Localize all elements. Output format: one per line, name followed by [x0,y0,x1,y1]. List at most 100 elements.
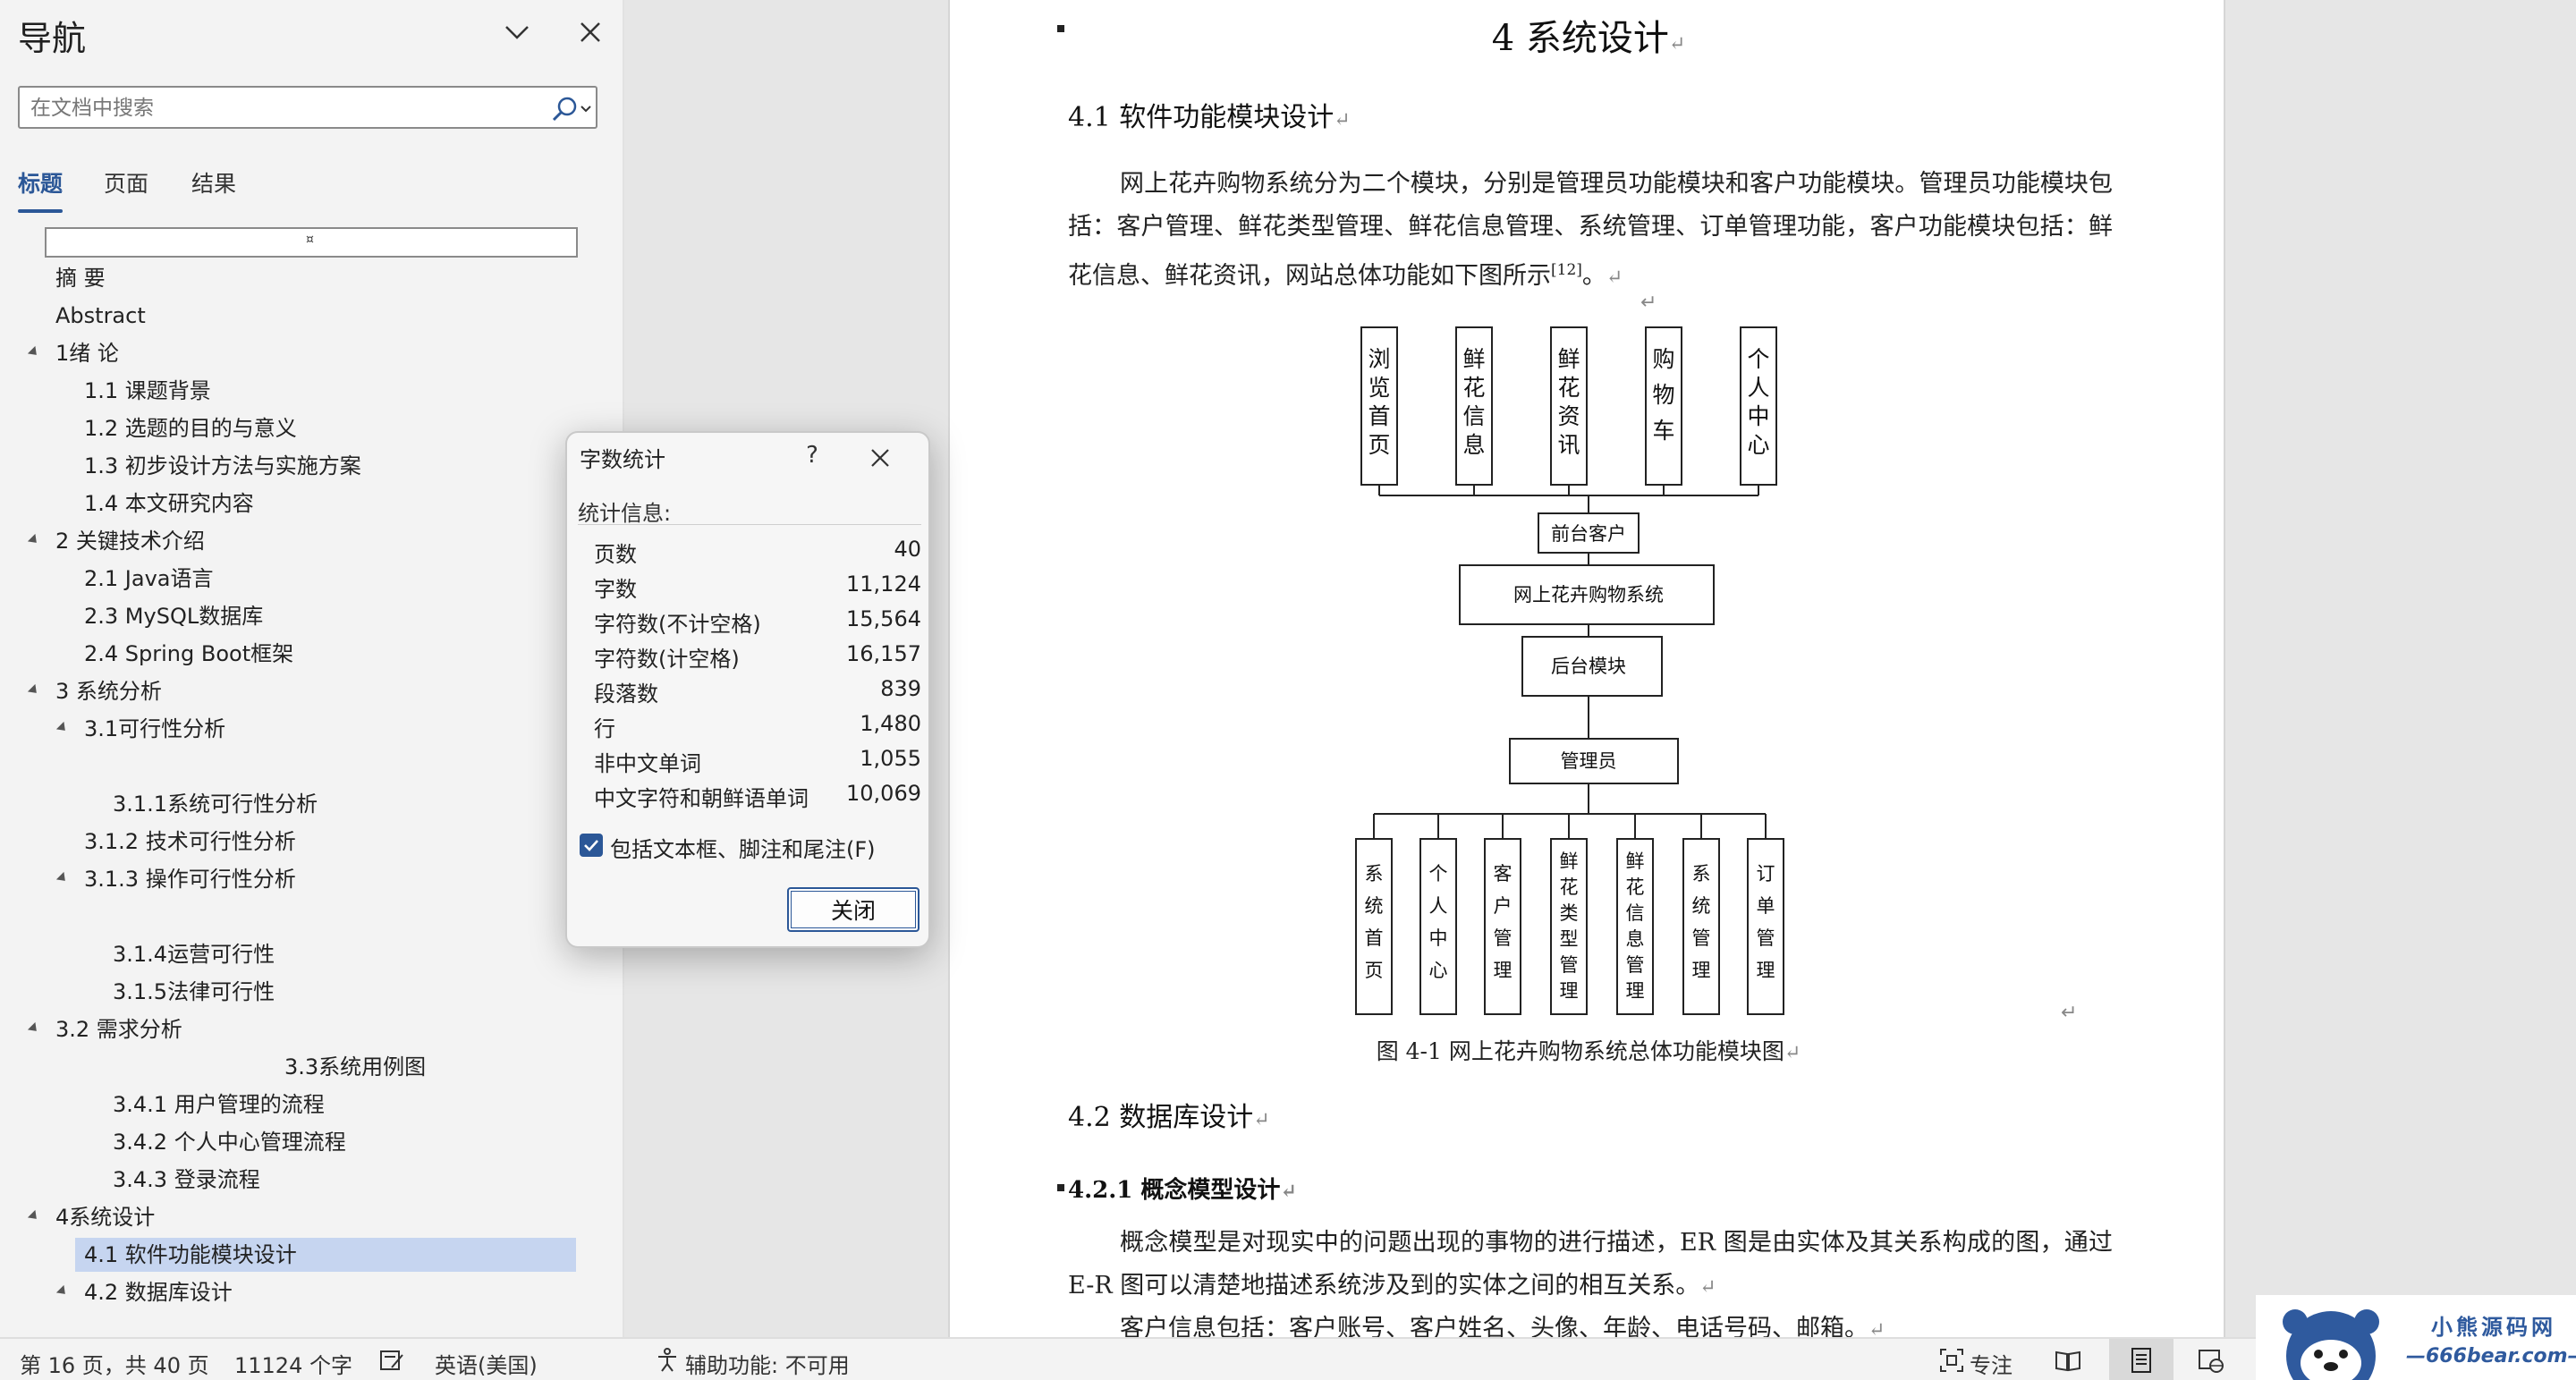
front-client-box [1538,512,1640,554]
stat-row: 页数 40 [594,533,921,567]
close-button[interactable]: 关闭 [787,887,919,932]
stat-label: 行 [594,716,615,741]
outline-item[interactable]: 3.4.2 个人中心管理流程 [113,1125,346,1159]
stat-row: 字符数(计空格) 16,157 [594,638,921,672]
outline-item[interactable]: 3 系统分析 [55,674,162,708]
outline-edit-field[interactable]: ¤ [45,227,578,258]
stat-label: 页数 [594,542,637,567]
outline-item[interactable]: 3.2 需求分析 [55,1012,182,1046]
expand-triangle-icon[interactable] [27,1209,41,1223]
tab-results[interactable]: 结果 [191,171,237,197]
outline-item-label: 3.1.3 操作可行性分析 [84,867,296,892]
print-layout-button[interactable] [2109,1339,2174,1380]
paragraph-modules: 网上花卉购物系统分为二个模块，分别是管理员功能模块和客户功能模块。管理员功能模块… [1068,170,2113,290]
outline-item-label: 3.1.2 技术可行性分析 [84,829,296,854]
accessibility-status[interactable]: 辅助功能: 不可用 [685,1353,850,1378]
module-label: 系统首页 [1365,863,1384,981]
expand-triangle-icon[interactable] [55,871,70,885]
module-box-client [1455,326,1493,486]
stat-row: 中文字符和朝鲜语单词 10,069 [594,777,921,811]
outline-item-label: 3.2 需求分析 [55,1017,182,1042]
outline-item[interactable]: 3.4.3 登录流程 [113,1163,260,1197]
module-label: 个人中心 [1429,863,1448,981]
search-icon[interactable] [549,95,594,123]
tab-headings[interactable]: 标题 [18,166,64,213]
outline-item[interactable]: 3.1.1系统可行性分析 [113,787,318,821]
outline-item[interactable]: 3.4.1 用户管理的流程 [113,1088,325,1122]
expand-triangle-icon[interactable] [55,721,70,735]
outline-item[interactable]: 1.1 课题背景 [84,374,211,408]
module-box-admin [1419,838,1457,1015]
outline-item[interactable]: 3.3系统用例图 [284,1050,426,1084]
language-indicator[interactable]: 英语(美国) [435,1353,538,1378]
outline-item-label: 4系统设计 [55,1205,156,1230]
checkmark-icon [584,840,598,851]
outline-item[interactable]: Abstract [55,299,146,333]
outline-item[interactable]: 2.3 MySQL数据库 [84,599,263,633]
outline-item-label: 3 系统分析 [55,679,162,704]
module-label: 鲜花信息 [1462,346,1485,458]
expand-triangle-icon[interactable] [27,1021,41,1036]
stat-label: 字符数(计空格) [594,647,740,672]
format-marker [1057,1184,1064,1191]
word-count[interactable]: 11124 个字 [234,1353,352,1378]
outline-item[interactable]: 摘 要 [55,261,106,295]
stat-value: 40 [894,537,921,562]
web-layout-icon[interactable] [2197,1346,2225,1375]
outline-item[interactable]: 1.2 选题的目的与意义 [84,411,297,445]
stat-label: 中文字符和朝鲜语单词 [594,786,809,811]
outline-item[interactable]: 4.1 软件功能模块设计 [75,1238,576,1272]
outline-item[interactable]: 1绪 论 [55,336,119,370]
outline-item[interactable]: 3.1可行性分析 [84,712,225,746]
close-icon[interactable] [574,16,606,48]
statistics-label: 统计信息: [578,501,672,526]
outline-item[interactable]: 4系统设计 [55,1200,155,1234]
admin-box [1509,738,1679,784]
status-bar: 第 16 页，共 40 页 11124 个字 英语(美国) 辅助功能: 不可用 … [0,1337,2576,1380]
expand-triangle-icon[interactable] [27,683,41,698]
module-label: 客户管理 [1494,863,1513,981]
figure-caption: 图 4-1 网上花卉购物系统总体功能模块图↵ [1376,1038,1801,1064]
expand-triangle-icon[interactable] [27,533,41,547]
outline-item-label: 3.4.1 用户管理的流程 [113,1092,325,1117]
page-count[interactable]: 第 16 页，共 40 页 [20,1353,209,1378]
stat-value: 16,157 [846,641,921,666]
focus-mode-button[interactable]: 专注 [1970,1353,2012,1378]
outline-item[interactable]: 2 关键技术介绍 [55,524,205,558]
accessibility-icon[interactable] [653,1346,682,1375]
document-page[interactable]: 4 系统设计↵ 4.1 软件功能模块设计↵ 网上花卉购物系统分为二个模块，分别是… [948,0,2225,1337]
outline-item[interactable]: 2.1 Java语言 [84,562,214,596]
outline-item-label: 1.3 初步设计方法与实施方案 [84,453,361,478]
help-button[interactable]: ? [806,442,818,469]
include-textboxes-label[interactable]: 包括文本框、脚注和尾注(F) [610,837,876,862]
chevron-down-icon[interactable] [501,16,533,48]
format-marker [1057,25,1064,32]
outline-item[interactable]: 3.1.5法律可行性 [113,975,275,1009]
function-module-diagram: 浏览首页鲜花信息鲜花资讯购物车个人中心前台客户网上花卉购物系统后台模块管理员系统… [1355,326,1784,1015]
expand-triangle-icon[interactable] [27,345,41,360]
document-area[interactable]: 4 系统设计↵ 4.1 软件功能模块设计↵ 网上花卉购物系统分为二个模块，分别是… [626,0,2576,1337]
outline-item[interactable]: 3.1.4运营可行性 [113,937,275,971]
outline-item[interactable]: 3.1.3 操作可行性分析 [84,862,296,896]
outline-item[interactable]: 4.2 数据库设计 [84,1275,233,1309]
outline-item-label: 1绪 论 [55,341,119,366]
site-watermark: 小熊源码网 —666bear.com— [2256,1295,2576,1380]
outline-item[interactable]: 1.4 本文研究内容 [84,487,254,521]
outline-item[interactable]: 3.1.2 技术可行性分析 [84,825,296,859]
focus-icon[interactable] [1937,1346,1966,1375]
include-textboxes-checkbox[interactable] [580,834,603,857]
close-icon[interactable] [866,444,894,472]
read-mode-icon[interactable] [2054,1346,2082,1375]
tab-pages[interactable]: 页面 [104,171,149,197]
module-box-admin [1682,838,1720,1015]
expand-triangle-icon[interactable] [55,1284,70,1299]
outline-item-label: 3.1.4运营可行性 [113,942,275,967]
outline-item[interactable]: 1.3 初步设计方法与实施方案 [84,449,361,483]
outline-item[interactable]: 2.4 Spring Boot框架 [84,637,293,671]
search-input[interactable] [30,93,531,123]
stat-value: 10,069 [846,781,921,806]
proofing-icon[interactable] [377,1346,406,1375]
module-label: 系统管理 [1692,863,1711,981]
